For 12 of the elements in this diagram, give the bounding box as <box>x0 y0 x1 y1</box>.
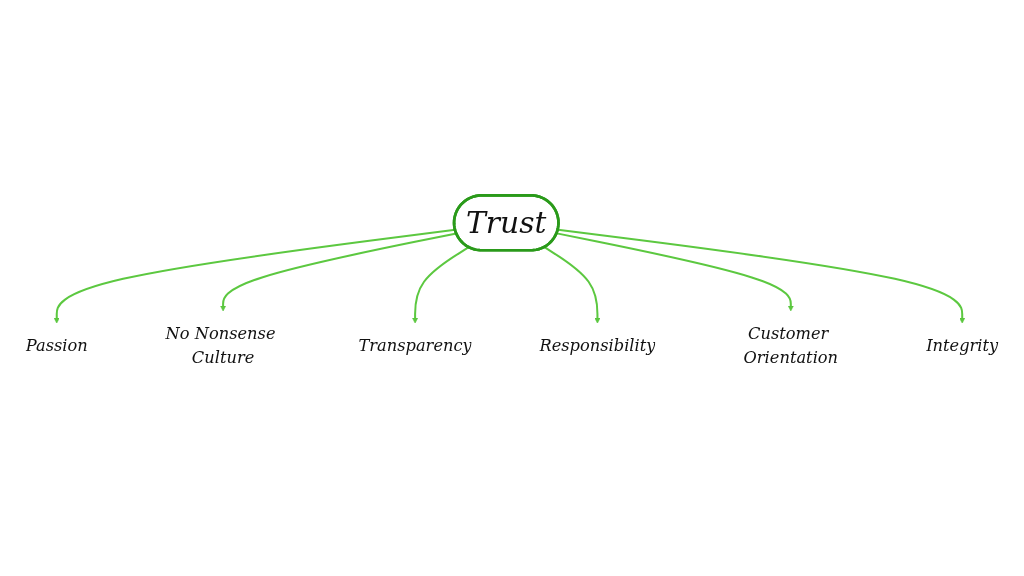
node-text: Transparency <box>358 336 472 356</box>
arrow <box>53 228 456 324</box>
arrow <box>543 246 601 324</box>
node-text: Passion <box>25 336 88 356</box>
arrow <box>412 246 470 324</box>
node-text: Customer Orientation <box>743 324 839 368</box>
arrow <box>220 232 457 312</box>
node-text: Responsibility <box>539 336 656 356</box>
arrow <box>556 232 794 312</box>
node-text: Integrity <box>926 336 999 356</box>
node-text: No Nonsense Culture <box>165 324 276 368</box>
arrow <box>557 228 966 324</box>
